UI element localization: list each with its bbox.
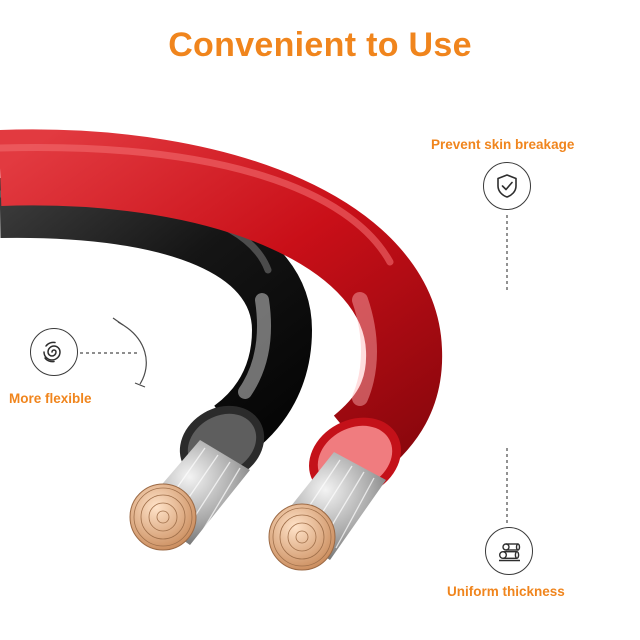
feature-icon-prevent-skin-breakage xyxy=(483,162,531,210)
feature-icon-uniform-thickness xyxy=(485,527,533,575)
red-copper-core xyxy=(268,503,336,571)
annotation-lines xyxy=(80,215,508,525)
page-title: Convenient to Use xyxy=(168,26,472,64)
feature-label-prevent-skin-breakage: Prevent skin breakage xyxy=(431,137,575,152)
black-copper-core xyxy=(129,483,197,551)
feature-label-uniform-thickness: Uniform thickness xyxy=(447,584,565,599)
shield-check-icon xyxy=(497,174,517,198)
feature-label-more-flexible: More flexible xyxy=(9,391,92,406)
feature-icon-more-flexible xyxy=(30,328,78,376)
red-cable xyxy=(0,129,443,571)
cylinder-stack-icon xyxy=(498,543,521,562)
spiral-coil-icon xyxy=(43,341,61,363)
